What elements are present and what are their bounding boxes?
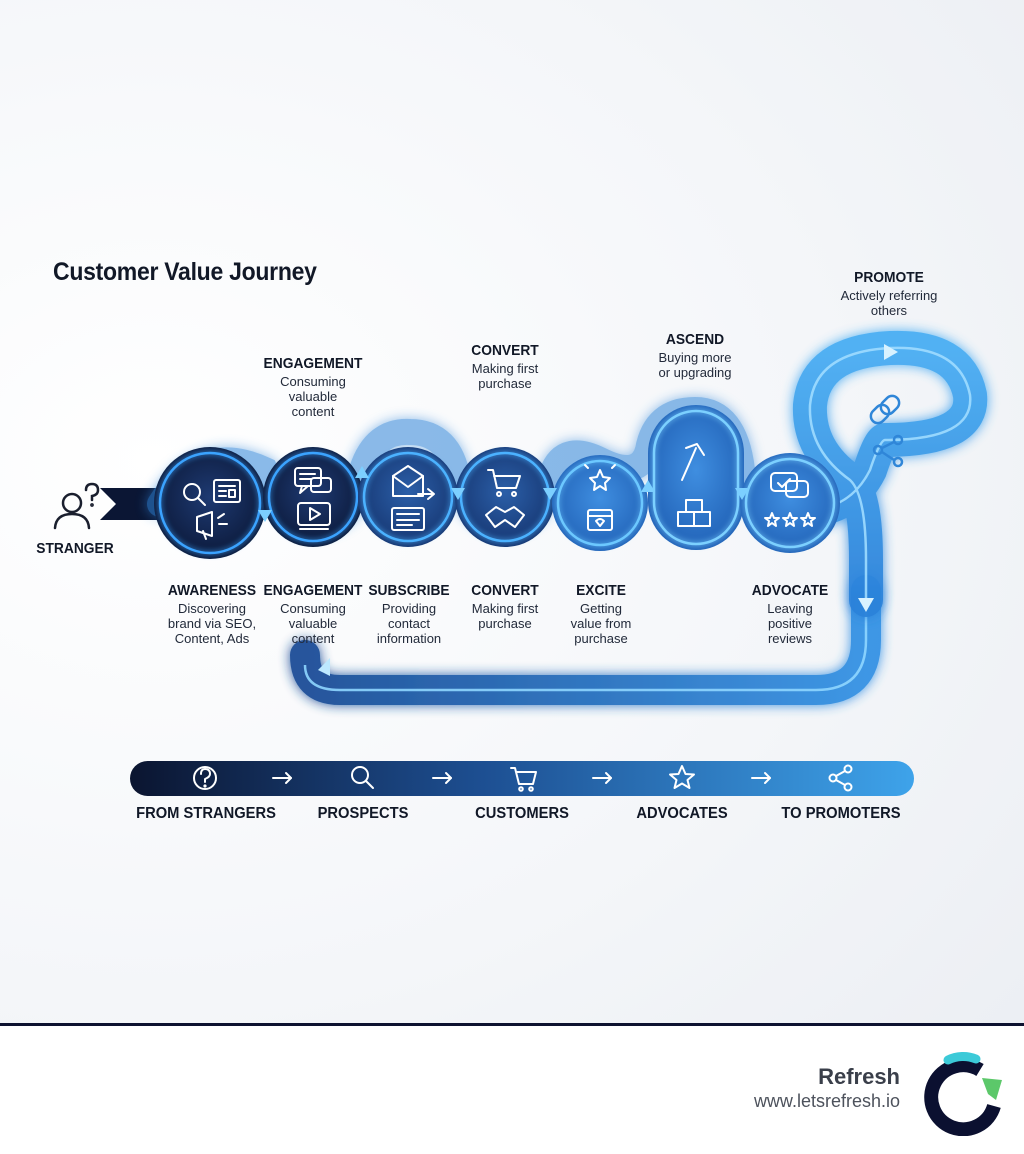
handshake-icon: [485, 506, 525, 528]
link-icon: [869, 394, 901, 425]
search-icon: [183, 483, 206, 506]
envelope-icon: [392, 465, 435, 500]
diagram-title: Customer Value Journey: [53, 258, 317, 286]
ascend-pill: [648, 405, 744, 550]
up-arrow-icon: [681, 443, 705, 481]
bar-label-promoters: TO PROMOTERS: [781, 805, 901, 822]
form-icon: [391, 507, 425, 531]
megaphone-icon: [196, 511, 228, 540]
return-path: [290, 575, 881, 705]
gift-icon: [587, 509, 613, 531]
newspaper-icon: [213, 479, 241, 503]
progress-bar: [130, 761, 914, 796]
flow-arrows: [258, 466, 749, 522]
sparkle-star-icon: [584, 464, 616, 491]
question-icon: [193, 766, 217, 790]
brand-name: Refresh: [818, 1064, 900, 1089]
share-icon: [872, 434, 904, 468]
return-arrow-head: [318, 658, 330, 676]
bar-label-advocates: ADVOCATES: [636, 805, 728, 822]
promote-loop: [788, 330, 988, 617]
advocate-circle: [740, 453, 840, 553]
journey-diagram: [53, 330, 988, 796]
stranger-person-icon: [53, 482, 100, 530]
rating-stars-icon: [764, 512, 816, 527]
cart-icon: [510, 767, 537, 792]
arrow-icon: [751, 772, 771, 784]
bar-label-customers: CUSTOMERS: [475, 805, 569, 822]
refresh-logo-icon: [924, 1051, 1002, 1136]
video-play-icon: [297, 502, 331, 530]
review-chat-icon: [770, 472, 809, 498]
convert-circle: [455, 447, 555, 547]
arrow-icon: [432, 772, 452, 784]
engagement-circle: [263, 447, 363, 547]
arrow-icon: [592, 772, 612, 784]
footer-divider: [0, 1023, 1024, 1026]
brand-url: www.letsrefresh.io: [753, 1091, 900, 1111]
star-icon: [669, 765, 695, 789]
stage-circles: [154, 405, 840, 559]
entry-ribbon: [100, 488, 160, 520]
arrow-icon: [272, 772, 292, 784]
footer: [0, 1026, 1024, 1154]
stranger-label: STRANGER: [36, 540, 114, 557]
bar-label-strangers: FROM STRANGERS: [136, 805, 276, 822]
awareness-circle: [154, 447, 266, 559]
excite-circle: [552, 455, 648, 551]
chat-bubbles-icon: [294, 467, 332, 494]
boxes-icon: [677, 499, 711, 527]
share-icon: [828, 764, 853, 792]
cart-icon: [487, 469, 521, 497]
search-icon: [351, 766, 374, 789]
bar-label-prospects: PROSPECTS: [317, 805, 409, 822]
